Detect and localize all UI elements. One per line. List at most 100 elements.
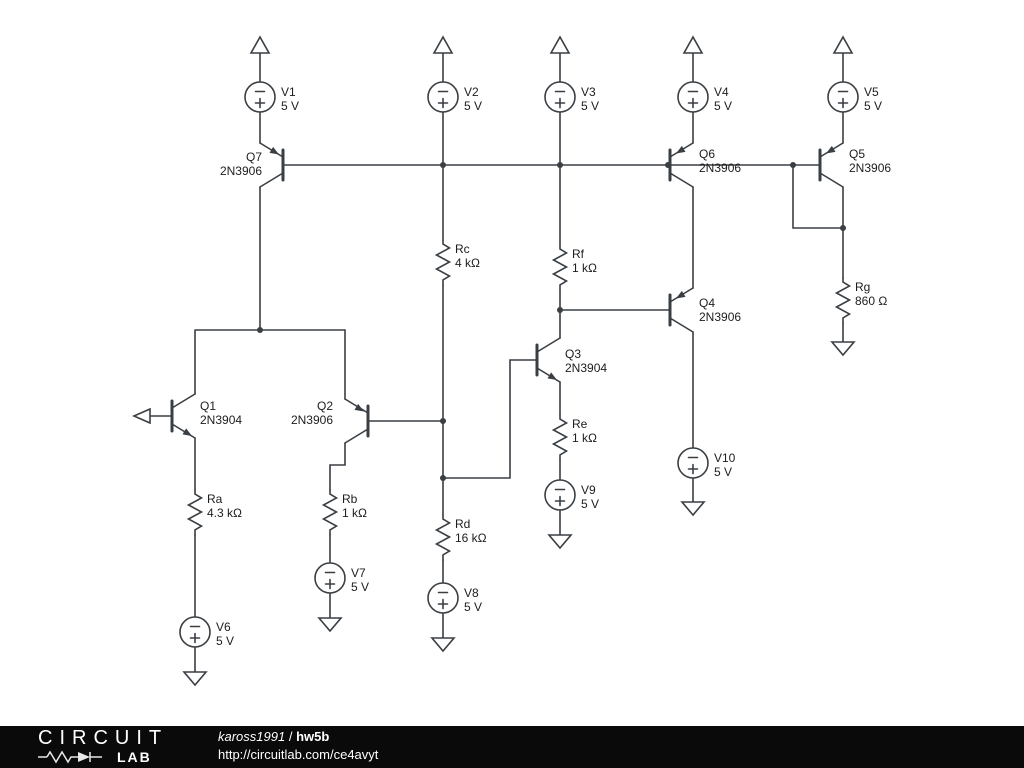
rd-name: Rd bbox=[455, 517, 470, 531]
transistor-q1: Q1 2N3904 bbox=[170, 393, 242, 439]
q2-name: Q2 bbox=[317, 399, 333, 413]
circuit-url-link[interactable]: http://circuitlab.com/ce4avyt bbox=[218, 747, 379, 762]
resistor-rc: Rc 4 kΩ bbox=[435, 239, 480, 286]
v4-value: 5 V bbox=[714, 99, 732, 113]
resistor-ra: Ra 4.3 kΩ bbox=[187, 489, 242, 536]
q4-part: 2N3906 bbox=[699, 310, 741, 324]
junction-dot bbox=[440, 475, 446, 481]
q5-part: 2N3906 bbox=[849, 161, 891, 175]
v10-value: 5 V bbox=[714, 465, 732, 479]
q3-part: 2N3904 bbox=[565, 361, 607, 375]
voltage-source-v5: V5 5 V bbox=[827, 81, 882, 113]
rb-name: Rb bbox=[342, 492, 358, 506]
wires bbox=[149, 52, 844, 673]
title-separator: / bbox=[285, 729, 297, 744]
ground-icon bbox=[681, 501, 705, 516]
ground-symbols bbox=[183, 341, 855, 686]
wire bbox=[792, 164, 844, 343]
circuitlab-logo: CIRCUIT LAB bbox=[38, 728, 168, 764]
re-name: Re bbox=[572, 417, 588, 431]
transistor-q4: Q4 2N3906 bbox=[668, 287, 741, 333]
v2-value: 5 V bbox=[464, 99, 482, 113]
junction-dot bbox=[665, 162, 671, 168]
circuit-title: hw5b bbox=[296, 729, 330, 744]
voltage-source-v10: V10 5 V bbox=[677, 447, 736, 479]
v5-value: 5 V bbox=[864, 99, 882, 113]
voltage-source-v3: V3 5 V bbox=[544, 81, 599, 113]
v3-value: 5 V bbox=[581, 99, 599, 113]
ground-icon bbox=[183, 671, 207, 686]
v6-name: V6 bbox=[216, 620, 231, 634]
transistor-q2: Q2 2N3906 bbox=[291, 398, 370, 444]
ground-icon bbox=[831, 341, 855, 356]
wire bbox=[329, 329, 444, 619]
power-flags bbox=[250, 36, 853, 54]
q7-name: Q7 bbox=[246, 150, 262, 164]
logo-text-lab: LAB bbox=[117, 749, 152, 765]
v10-name: V10 bbox=[714, 451, 736, 465]
q2-part: 2N3906 bbox=[291, 413, 333, 427]
power-flag-icon bbox=[433, 36, 453, 54]
voltage-source-v8: V8 5 V bbox=[427, 582, 482, 614]
wire bbox=[559, 289, 671, 536]
voltage-source-v7: V7 5 V bbox=[314, 562, 369, 594]
voltage-source-v4: V4 5 V bbox=[677, 81, 732, 113]
circuit-meta: kaross1991 / hw5b http://circuitlab.com/… bbox=[218, 730, 378, 761]
ground-icon bbox=[431, 637, 455, 652]
q6-part: 2N3906 bbox=[699, 161, 741, 175]
junction-dot bbox=[557, 307, 563, 313]
voltage-source-v9: V9 5 V bbox=[544, 479, 599, 511]
resistor-rf: Rf 1 kΩ bbox=[552, 244, 597, 291]
voltage-source-v6: V6 5 V bbox=[179, 616, 234, 648]
q5-name: Q5 bbox=[849, 147, 865, 161]
voltage-source-v1: V1 5 V bbox=[244, 81, 299, 113]
q6-name: Q6 bbox=[699, 147, 715, 161]
v9-name: V9 bbox=[581, 483, 596, 497]
transistor-q6: Q6 2N3906 bbox=[668, 142, 741, 188]
re-value: 1 kΩ bbox=[572, 431, 597, 445]
v8-name: V8 bbox=[464, 586, 479, 600]
junction-dot bbox=[440, 162, 446, 168]
v1-name: V1 bbox=[281, 85, 296, 99]
rf-value: 1 kΩ bbox=[572, 261, 597, 275]
junction-dot bbox=[790, 162, 796, 168]
rc-name: Rc bbox=[455, 242, 470, 256]
resistor-rd: Rd 16 kΩ bbox=[435, 514, 487, 561]
footer-bar: CIRCUIT LAB kaross1991 / hw5b http://cir… bbox=[0, 726, 1024, 768]
v4-name: V4 bbox=[714, 85, 729, 99]
wire bbox=[442, 359, 538, 479]
resistor-rg: Rg 860 Ω bbox=[835, 277, 887, 324]
power-flag-icon bbox=[550, 36, 570, 54]
author-name: kaross1991 bbox=[218, 729, 286, 744]
resistor-re: Re 1 kΩ bbox=[552, 414, 597, 461]
schematic-canvas: V1 5 V V2 5 V V3 5 V V4 5 V V5 5 V V6 5 … bbox=[132, 36, 891, 686]
rd-value: 16 kΩ bbox=[455, 531, 487, 545]
junction-dots bbox=[257, 162, 846, 481]
v5-name: V5 bbox=[864, 85, 879, 99]
junction-dot bbox=[257, 327, 263, 333]
rg-name: Rg bbox=[855, 280, 870, 294]
v6-value: 5 V bbox=[216, 634, 234, 648]
v8-value: 5 V bbox=[464, 600, 482, 614]
junction-dot bbox=[440, 418, 446, 424]
q4-name: Q4 bbox=[699, 296, 715, 310]
v2-name: V2 bbox=[464, 85, 479, 99]
power-flag-icon bbox=[833, 36, 853, 54]
ground-icon bbox=[548, 534, 572, 549]
rf-name: Rf bbox=[572, 247, 585, 261]
ground-icon bbox=[318, 617, 342, 632]
transistor-q3: Q3 2N3904 bbox=[535, 337, 607, 383]
transistor-q5: Q5 2N3906 bbox=[818, 142, 891, 188]
power-flag-icon bbox=[250, 36, 270, 54]
logo-text-circuit: CIRCUIT bbox=[38, 727, 169, 749]
rc-value: 4 kΩ bbox=[455, 256, 480, 270]
q7-part: 2N3906 bbox=[220, 164, 262, 178]
v9-value: 5 V bbox=[581, 497, 599, 511]
v7-value: 5 V bbox=[351, 580, 369, 594]
wire bbox=[259, 52, 844, 83]
wire bbox=[259, 111, 844, 246]
junction-dot bbox=[840, 225, 846, 231]
logo-circuit-doodle-icon bbox=[38, 750, 102, 764]
v7-name: V7 bbox=[351, 566, 366, 580]
q1-part: 2N3904 bbox=[200, 413, 242, 427]
